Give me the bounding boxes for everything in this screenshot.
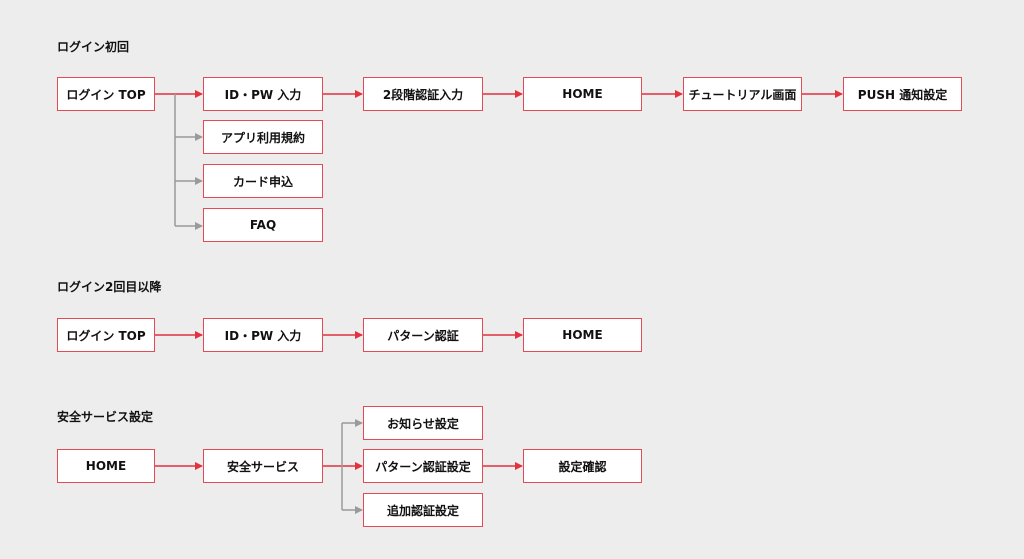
section-title-safety-service: 安全サービス設定 [57, 410, 154, 424]
node-3-notification-setting[interactable]: お知らせ設定 [363, 406, 483, 440]
node-card-apply[interactable]: カード申込 [203, 164, 323, 198]
node-3-setting-confirm[interactable]: 設定確認 [523, 449, 642, 483]
section-title-first-login: ログイン初回 [57, 40, 130, 54]
node-two-factor-input[interactable]: 2段階認証入力 [363, 77, 483, 111]
node-id-pw-input[interactable]: ID・PW 入力 [203, 77, 323, 111]
node-home[interactable]: HOME [523, 77, 642, 111]
node-faq[interactable]: FAQ [203, 208, 323, 242]
node-3-pattern-auth-setting[interactable]: パターン認証設定 [363, 449, 483, 483]
node-3-additional-auth-setting[interactable]: 追加認証設定 [363, 493, 483, 527]
node-2-id-pw-input[interactable]: ID・PW 入力 [203, 318, 323, 352]
node-2-pattern-auth[interactable]: パターン認証 [363, 318, 483, 352]
node-tutorial[interactable]: チュートリアル画面 [683, 77, 802, 111]
node-push-setting[interactable]: PUSH 通知設定 [843, 77, 962, 111]
node-3-home[interactable]: HOME [57, 449, 155, 483]
section-title-second-login: ログイン2回目以降 [57, 280, 162, 294]
node-3-safety-service[interactable]: 安全サービス [203, 449, 323, 483]
node-2-home[interactable]: HOME [523, 318, 642, 352]
node-app-terms[interactable]: アプリ利用規約 [203, 120, 323, 154]
node-2-login-top[interactable]: ログイン TOP [57, 318, 155, 352]
node-login-top[interactable]: ログイン TOP [57, 77, 155, 111]
